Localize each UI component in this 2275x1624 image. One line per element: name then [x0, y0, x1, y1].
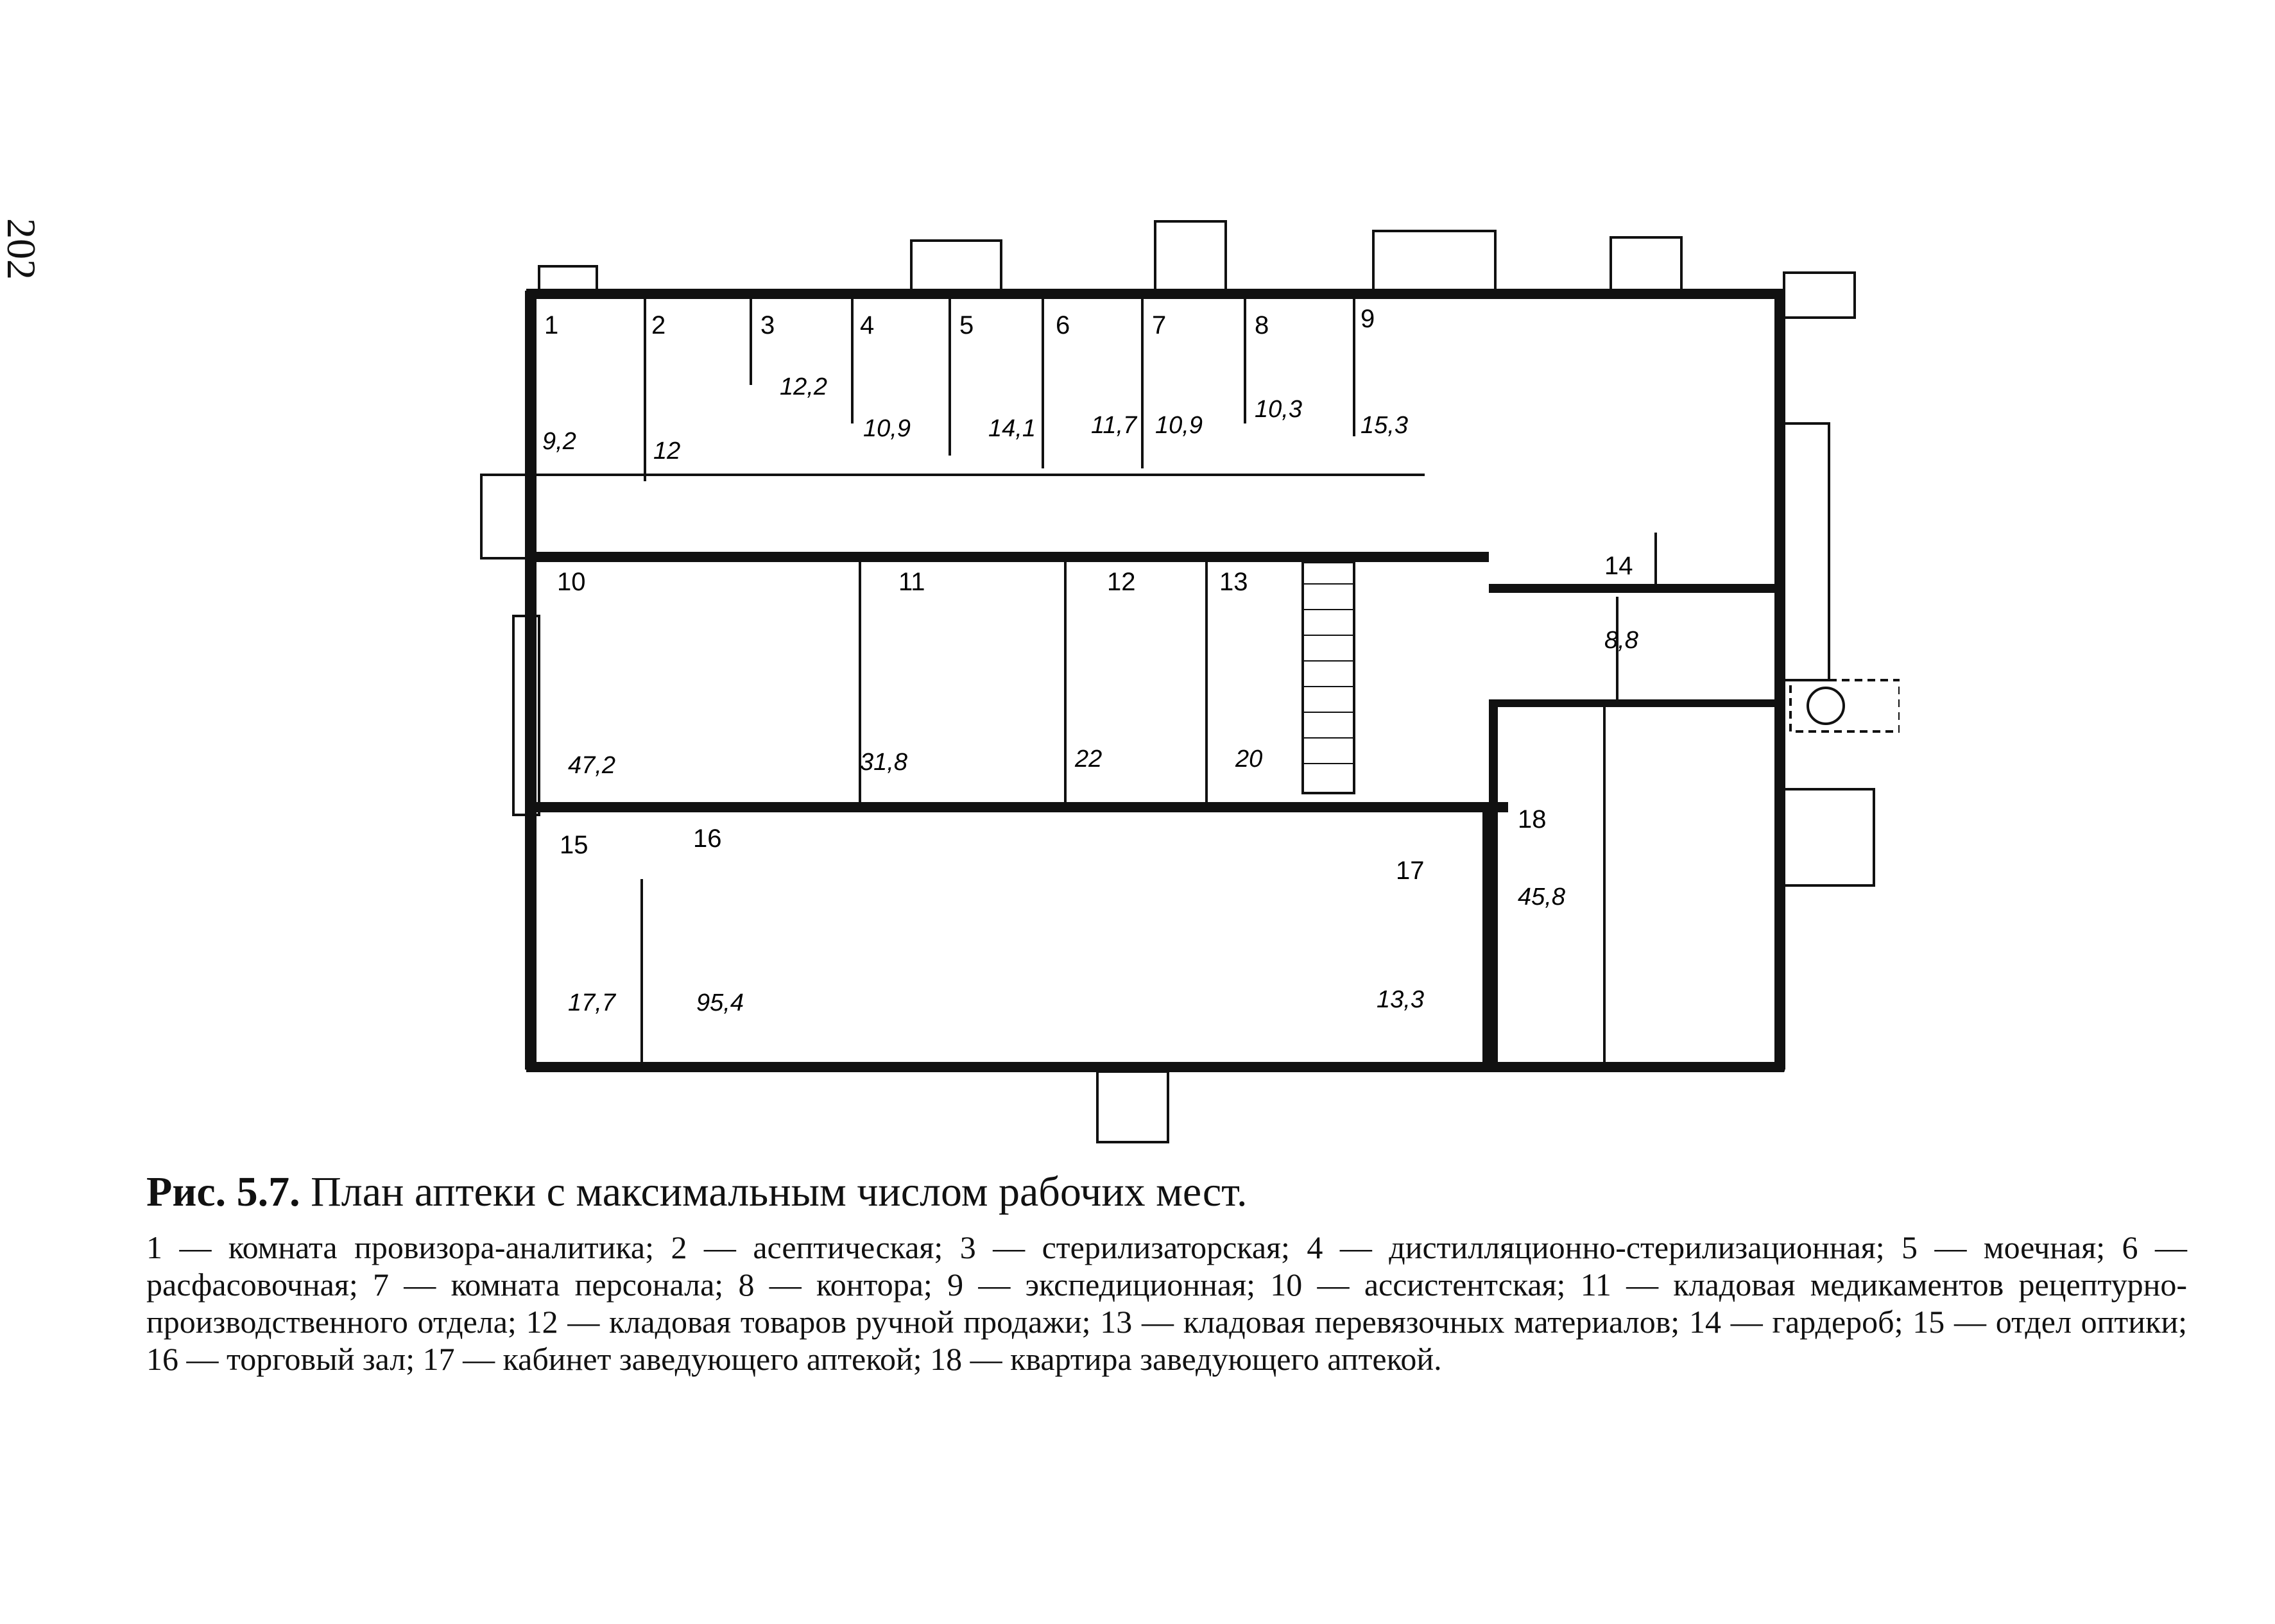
room-14-area: 8,8	[1604, 627, 1638, 654]
building-outline	[525, 291, 1785, 1070]
room-11-number: 11	[898, 568, 925, 596]
room-4-number: 4	[860, 311, 874, 339]
room-3-number: 3	[760, 311, 775, 339]
room-10-area: 47,2	[568, 752, 615, 779]
room-14-number: 14	[1604, 552, 1633, 580]
room-1-area: 9,2	[542, 428, 576, 455]
room-4-area: 10,9	[863, 415, 911, 442]
room-7-number: 7	[1152, 311, 1166, 339]
figure-title: План аптеки с максимальным числом рабочи…	[311, 1168, 1248, 1215]
room-12-area: 22	[1074, 746, 1102, 773]
room-13-number: 13	[1219, 568, 1248, 596]
room-13-area: 20	[1235, 746, 1262, 773]
room-2-number: 2	[651, 311, 665, 339]
room-10-number: 10	[557, 568, 586, 596]
room-16-number: 16	[693, 825, 722, 853]
room-12-number: 12	[1107, 568, 1136, 596]
room-5-number: 5	[959, 311, 974, 339]
room-5-area: 14,1	[988, 415, 1036, 442]
room-6-number: 6	[1056, 311, 1070, 339]
room-3-area: 12,2	[780, 373, 827, 400]
room-1-number: 1	[544, 311, 558, 339]
room-17-number: 17	[1396, 857, 1425, 885]
room-9-number: 9	[1361, 305, 1375, 333]
room-18-area: 45,8	[1518, 884, 1565, 910]
room-9-area: 15,3	[1361, 412, 1408, 439]
page-number: 202	[0, 218, 44, 280]
room-15-number: 15	[560, 831, 588, 859]
room-8-number: 8	[1255, 311, 1269, 339]
pharmacy-floor-plan: 1 9,2 2 12 3 12,2 4 10,9 5 14,1 6 11,7 7…	[480, 220, 1900, 1143]
figure-legend: 1 — комната провизора-аналитика; 2 — асе…	[146, 1229, 2187, 1377]
room-8-area: 10,3	[1255, 396, 1302, 423]
room-6-area: 11,7	[1091, 412, 1138, 439]
room-15-area: 17,7	[568, 989, 617, 1016]
figure-caption-title: Рис. 5.7. План аптеки с максимальным чис…	[146, 1168, 1248, 1217]
room-16-area: 95,4	[696, 989, 744, 1016]
room-18-number: 18	[1518, 805, 1547, 833]
figure-number: Рис. 5.7.	[146, 1168, 300, 1215]
room-7-area: 10,9	[1155, 412, 1203, 439]
room-11-area: 31,8	[860, 749, 907, 776]
room-2-area: 12	[653, 438, 680, 465]
room-17-area: 13,3	[1377, 986, 1424, 1013]
